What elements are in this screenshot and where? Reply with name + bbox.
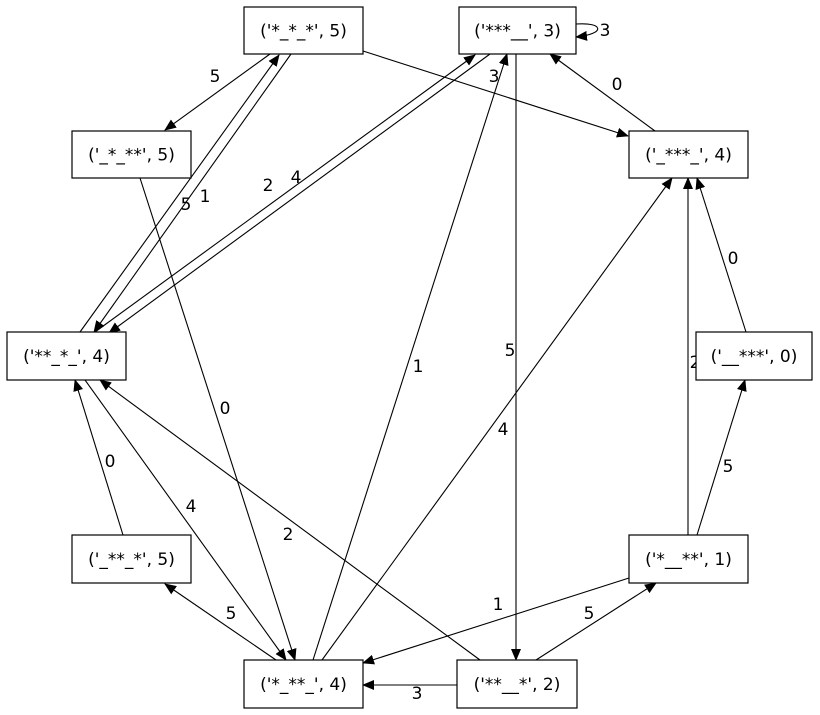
edge-n_a-n_c: 5 [164, 53, 271, 131]
state-node: ('***__', 3) [458, 6, 577, 55]
edge-n_a-n_e: 1 [93, 53, 292, 333]
edge-n_b-n_b: 3 [575, 21, 611, 41]
edge-arrow [535, 582, 657, 661]
edge-arrow [93, 53, 292, 333]
state-node-box [6, 331, 127, 381]
edge-weight-label: 1 [200, 187, 211, 207]
state-node: ('_***_', 4) [628, 130, 749, 179]
edge-weight-label: 4 [291, 168, 302, 188]
self-loop-arrow [575, 23, 599, 41]
edge-n_i-n_g: 5 [164, 583, 277, 661]
state-node-box [628, 534, 749, 584]
edge-arrow [99, 379, 481, 661]
state-node-box [456, 659, 578, 709]
edge-arrow [139, 177, 297, 661]
edge-weight-label: 4 [186, 497, 197, 517]
edge-weight-label: 0 [105, 452, 116, 472]
state-node-label: ('**__*', 2) [474, 675, 561, 695]
state-node-box [695, 331, 813, 381]
state-node-box [243, 659, 364, 709]
state-node-label: ('_***_', 4) [645, 146, 732, 166]
state-node: ('__***', 0) [695, 331, 813, 381]
state-node-label: ('**_*_', 4) [23, 347, 110, 367]
edge-weight-label: 4 [498, 420, 509, 440]
edge-arrow [696, 379, 747, 536]
state-node-label: ('*__**', 1) [645, 550, 732, 570]
edge-n_j-n_e: 2 [99, 379, 481, 661]
edge-weight-label: 0 [220, 399, 231, 419]
edge-weight-label: 1 [413, 357, 424, 377]
state-node-box [71, 130, 192, 179]
edge-weight-label: 3 [412, 684, 423, 704]
edge-arrow [362, 577, 630, 665]
edge-arrow [164, 583, 277, 661]
edge-weight-label: 5 [584, 604, 595, 624]
state-node: ('_**_*', 5) [71, 534, 192, 584]
edge-arrow [362, 50, 629, 138]
edge-arrow [94, 54, 476, 333]
edge-arrow [73, 379, 124, 536]
edge-n_h-n_d: 2 [683, 177, 701, 535]
edge-arrow [84, 379, 287, 661]
state-node-label: ('__***', 0) [711, 347, 798, 367]
edge-n_b-n_j: 5 [505, 54, 521, 661]
edge-n_i-n_d: 4 [321, 177, 673, 661]
edge-n_h-n_f: 5 [696, 379, 747, 536]
edge-weight-label: 1 [493, 595, 504, 615]
nodes-layer: ('*_*_*', 5) ('***__', 3) ('_*_**', 5) ('_*… [6, 6, 813, 709]
state-node: ('*__**', 1) [628, 534, 749, 584]
edge-arrow [312, 53, 509, 661]
state-node-box [243, 6, 364, 55]
state-node: ('*_*_*', 5) [243, 6, 364, 55]
edge-arrow [695, 177, 747, 333]
edge-arrow [108, 53, 491, 334]
edge-weight-label: 5 [181, 195, 192, 215]
state-node-label: ('_**_*', 5) [88, 550, 175, 570]
edge-arrow [79, 54, 280, 333]
edge-n_g-n_e: 0 [73, 379, 124, 536]
edge-n_e-n_b: 2 [94, 54, 476, 333]
edge-n_e-n_i: 4 [84, 379, 287, 661]
edge-n_e-n_a: 5 [79, 54, 280, 333]
state-node-label: ('*_**_', 4) [260, 675, 347, 695]
edge-weight-label: 2 [690, 353, 701, 373]
edge-n_d-n_b: 0 [549, 53, 656, 132]
edge-n_c-n_i: 0 [139, 177, 297, 661]
edge-weight-label: 5 [505, 341, 516, 361]
edge-n_j-n_h: 5 [535, 582, 657, 661]
edge-weight-label: 0 [612, 75, 623, 95]
state-node-box [628, 130, 749, 179]
state-node-box [71, 534, 192, 584]
edge-n_i-n_b: 1 [312, 53, 509, 661]
edge-n_f-n_d: 0 [695, 177, 747, 333]
edge-n_h-n_i: 1 [362, 577, 630, 665]
edge-arrow [321, 177, 673, 661]
state-node-box [458, 6, 577, 55]
edge-weight-label: 5 [723, 457, 734, 477]
edge-n_a-n_d: 3 [362, 50, 629, 138]
state-node: ('_*_**', 5) [71, 130, 192, 179]
edge-weight-label: 5 [210, 67, 221, 87]
edge-n_j-n_i: 3 [362, 680, 457, 704]
state-node-label: ('***__', 3) [474, 22, 561, 42]
edge-arrow [549, 53, 656, 132]
state-node: ('**__*', 2) [456, 659, 578, 709]
edge-weight-label: 2 [283, 525, 294, 545]
edge-weight-label: 5 [226, 604, 237, 624]
edge-weight-label: 3 [600, 21, 611, 41]
edge-n_b-n_e: 4 [108, 53, 491, 334]
state-node-label: ('*_*_*', 5) [260, 22, 347, 42]
edge-arrow [164, 53, 271, 131]
edge-weight-label: 3 [489, 67, 500, 87]
edge-weight-label: 2 [263, 176, 274, 196]
state-node: ('*_**_', 4) [243, 659, 364, 709]
state-node: ('**_*_', 4) [6, 331, 127, 381]
edge-weight-label: 0 [728, 249, 739, 269]
state-node-label: ('_*_**', 5) [88, 146, 175, 166]
